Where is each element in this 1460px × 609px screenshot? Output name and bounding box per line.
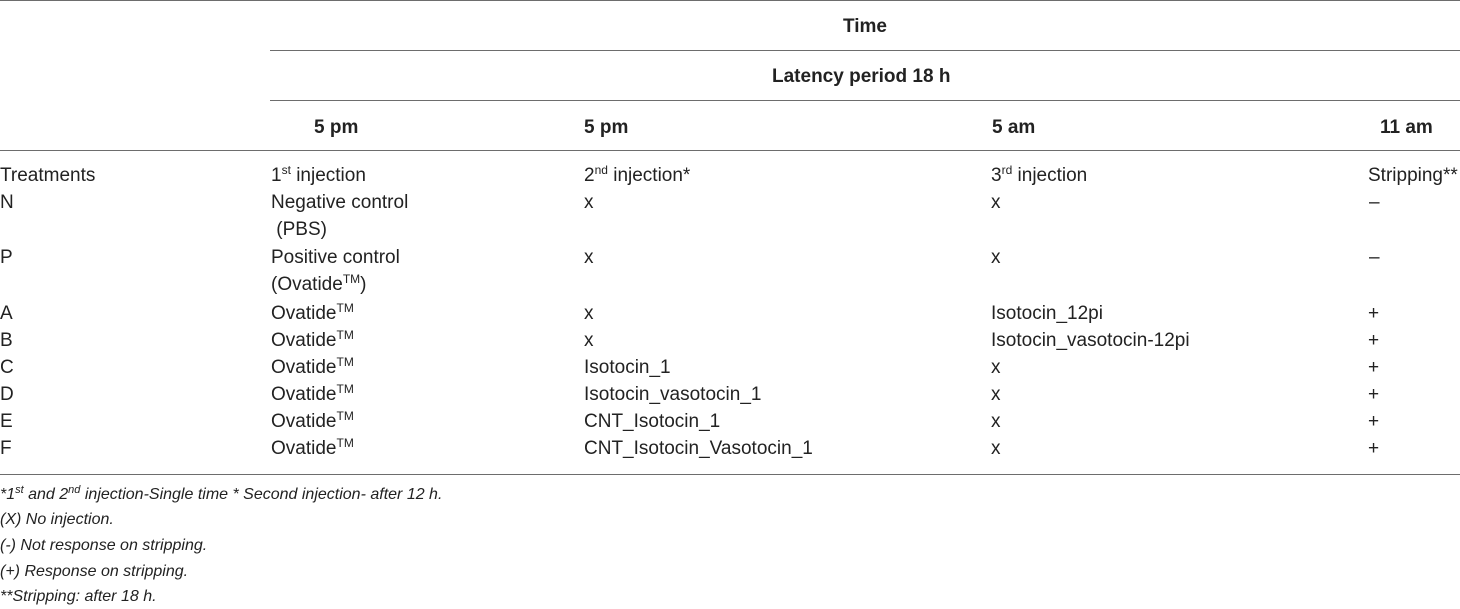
row-stripping: + <box>1368 303 1380 324</box>
row-second-injection: CNT_Isotocin_Vasotocin_1 <box>584 438 813 459</box>
footnote-response: (+) Response on stripping. <box>0 563 189 580</box>
row-treatment: A <box>0 303 13 324</box>
row-first-injection-line2: (OvatideTM) <box>271 272 367 295</box>
row-treatment: N <box>0 192 14 213</box>
row-third-injection: Isotocin_12pi <box>991 303 1103 324</box>
row-second-injection: x <box>584 330 594 351</box>
row-third-injection: Isotocin_vasotocin-12pi <box>991 330 1190 351</box>
row-treatment: F <box>0 438 12 459</box>
row-second-injection: x <box>584 247 594 268</box>
row-third-injection: x <box>991 411 1001 432</box>
row-treatment: B <box>0 330 13 351</box>
row-stripping: + <box>1368 411 1380 432</box>
row-stripping: – <box>1369 192 1380 213</box>
col-second-injection: 2nd injection* <box>584 163 691 186</box>
header-time-3: 5 am <box>992 117 1036 138</box>
row-third-injection: x <box>991 438 1001 459</box>
row-first-injection: OvatideTM <box>271 409 354 432</box>
col-stripping: Stripping** <box>1368 165 1458 186</box>
row-third-injection: x <box>991 247 1001 268</box>
row-treatment: C <box>0 357 14 378</box>
latency-rule <box>270 100 1460 101</box>
header-time-1: 5 pm <box>314 117 359 138</box>
row-first-injection: OvatideTM <box>271 301 354 324</box>
row-treatment: D <box>0 384 14 405</box>
row-first-injection: OvatideTM <box>271 436 354 459</box>
row-stripping: + <box>1368 384 1380 405</box>
header-time: Time <box>843 16 888 37</box>
row-second-injection: Isotocin_1 <box>584 357 671 378</box>
row-first-injection: Negative control <box>271 192 409 213</box>
row-first-injection: OvatideTM <box>271 382 354 405</box>
footnote-no-injection: (X) No injection. <box>0 511 114 528</box>
time-rule <box>270 50 1460 51</box>
row-second-injection: CNT_Isotocin_1 <box>584 411 721 432</box>
row-treatment: P <box>0 247 13 268</box>
header-time-2: 5 pm <box>584 117 629 138</box>
col-first-injection: 1st injection <box>271 163 366 186</box>
row-stripping: + <box>1368 330 1380 351</box>
header-latency: Latency period 18 h <box>772 66 951 87</box>
row-stripping: + <box>1368 438 1380 459</box>
row-stripping: – <box>1369 247 1380 268</box>
row-third-injection: x <box>991 357 1001 378</box>
footnote-injections: *1st and 2nd injection-Single time * Sec… <box>0 484 443 504</box>
row-second-injection: Isotocin_vasotocin_1 <box>584 384 762 405</box>
footnote-stripping: **Stripping: after 18 h. <box>0 588 157 605</box>
top-rule <box>0 0 1460 1</box>
col-treatments: Treatments <box>0 165 96 186</box>
row-first-injection: OvatideTM <box>271 355 354 378</box>
row-first-injection: Positive control <box>271 247 400 268</box>
footnote-not-response: (-) Not response on stripping. <box>0 537 208 554</box>
row-stripping: + <box>1368 357 1380 378</box>
row-second-injection: x <box>584 303 594 324</box>
row-treatment: E <box>0 411 13 432</box>
table-bottom-rule <box>0 474 1460 475</box>
row-third-injection: x <box>991 192 1001 213</box>
col-third-injection: 3rd injection <box>991 163 1088 186</box>
header-time-4: 11 am <box>1380 117 1433 138</box>
row-third-injection: x <box>991 384 1001 405</box>
row-second-injection: x <box>584 192 594 213</box>
row-first-injection-line2: (PBS) <box>271 219 327 240</box>
row-first-injection: OvatideTM <box>271 328 354 351</box>
header-bottom-rule <box>0 150 1460 151</box>
